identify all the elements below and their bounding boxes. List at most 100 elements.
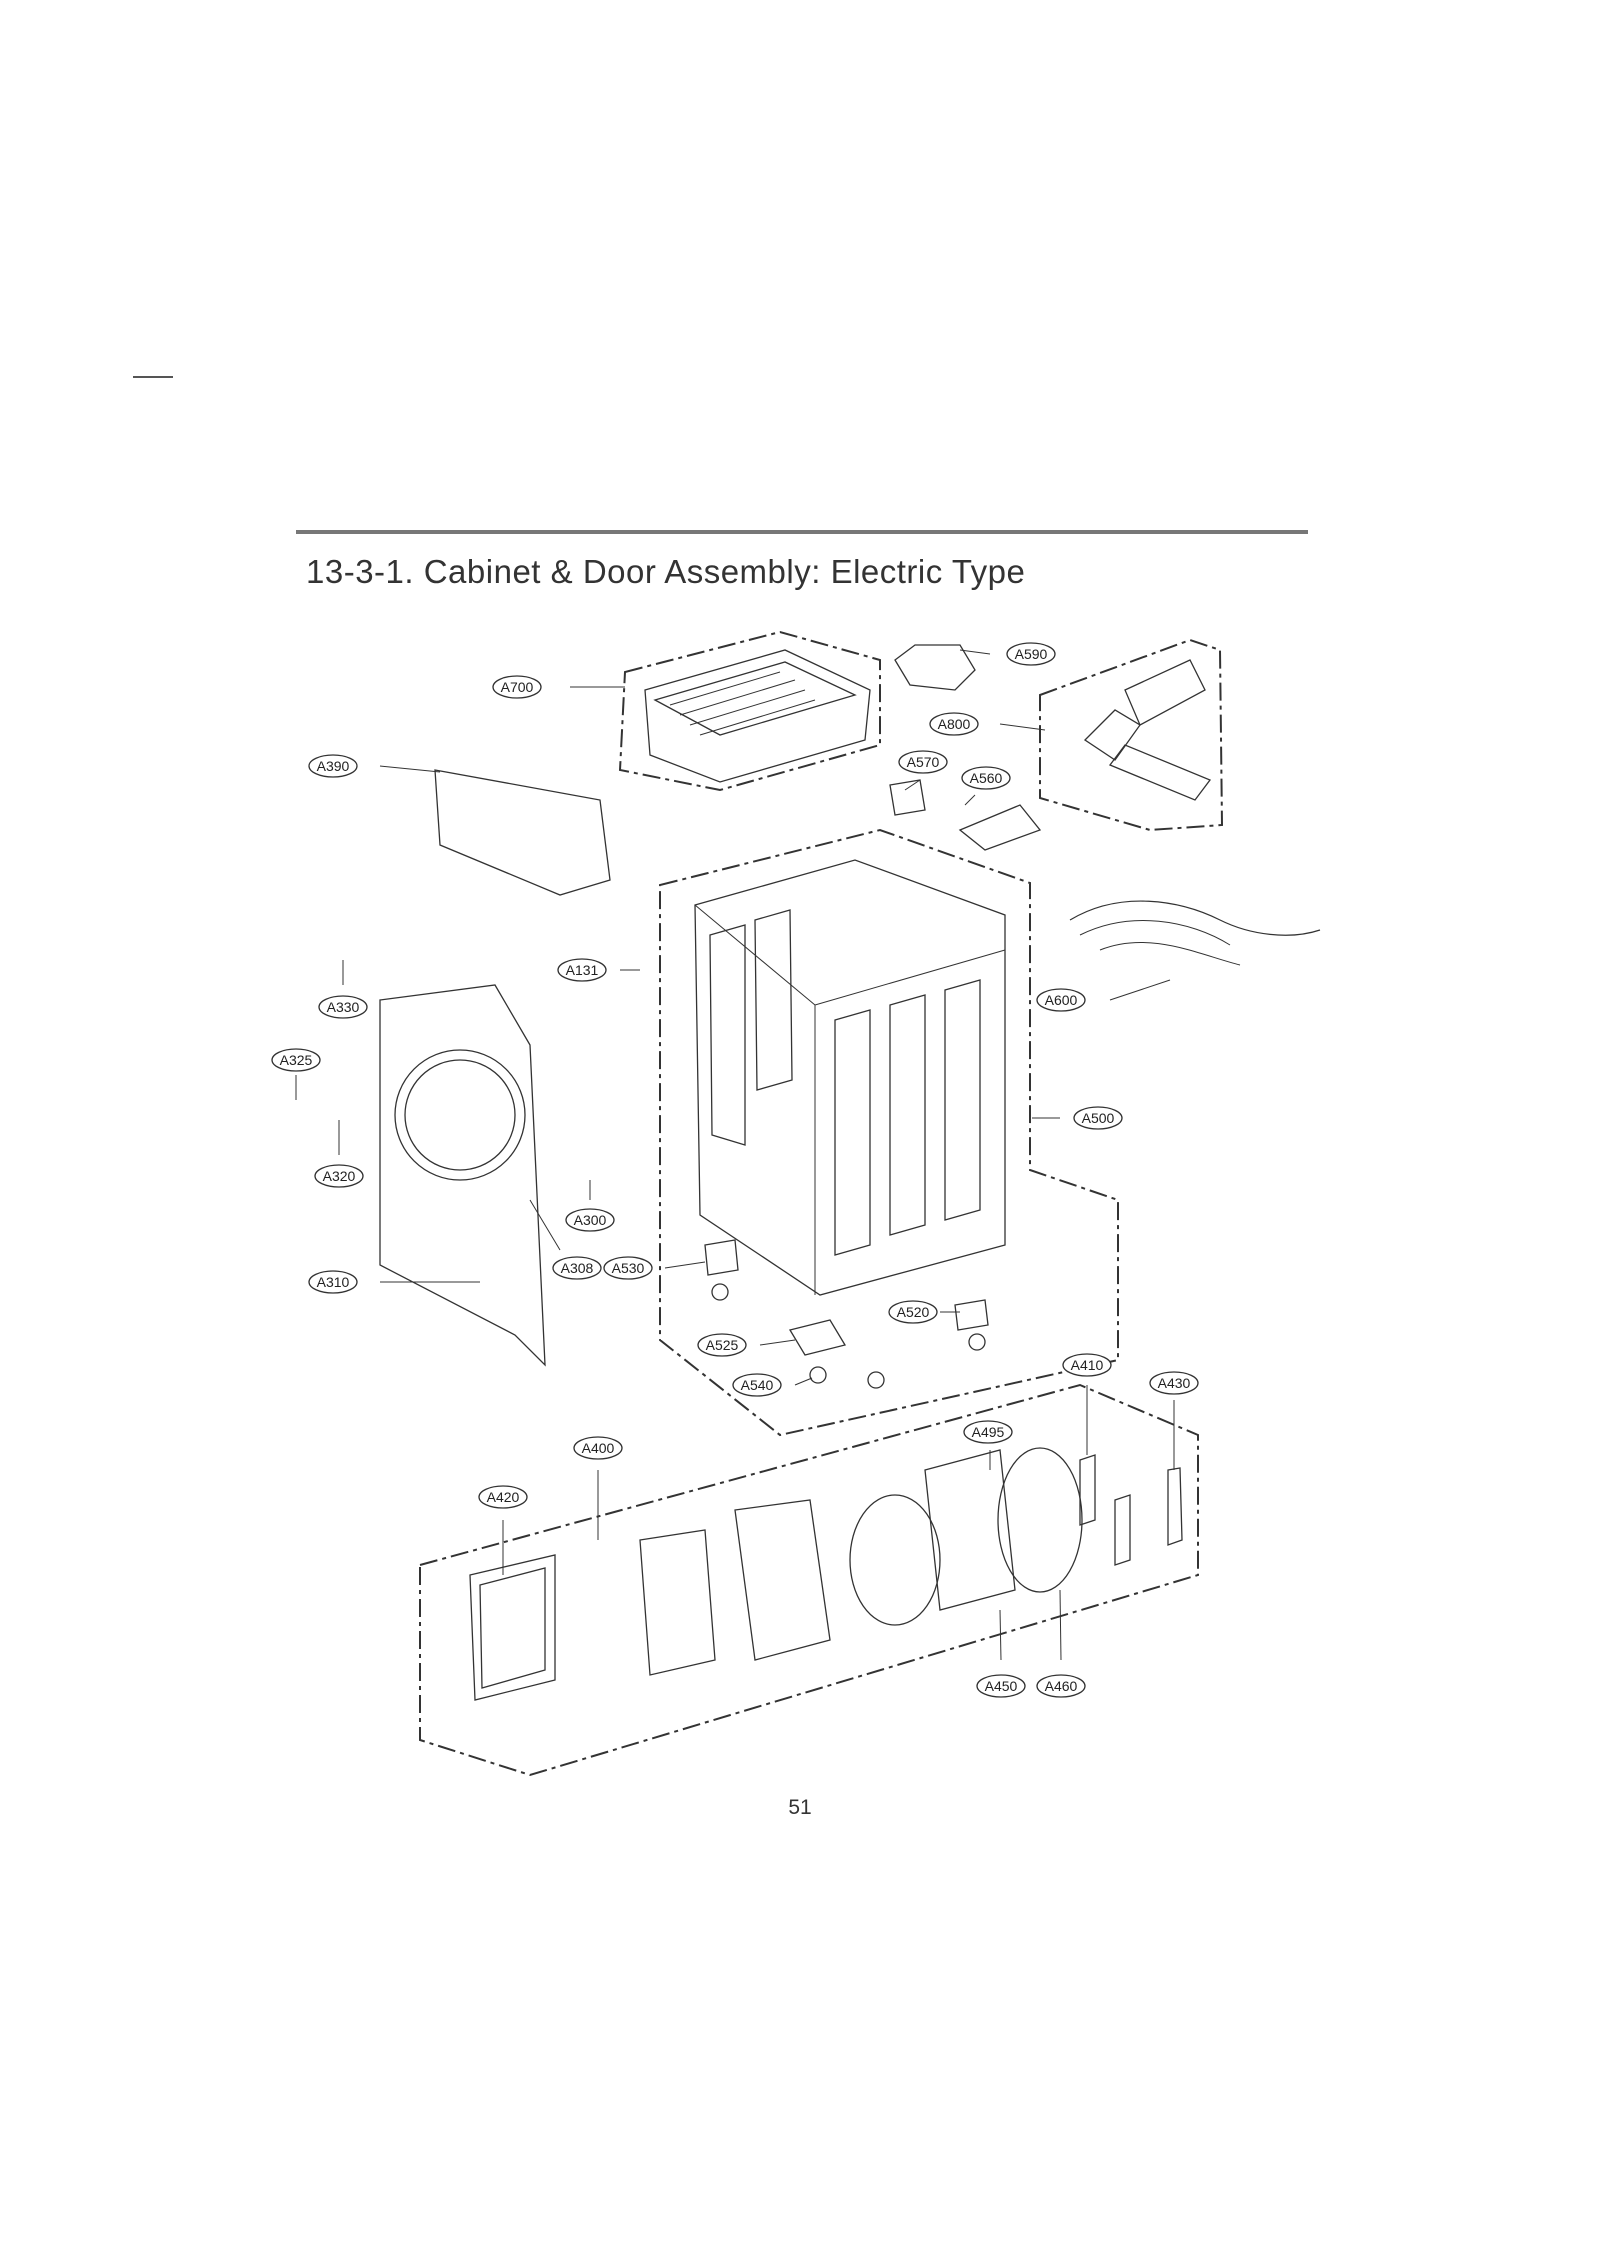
- leader-line: [379, 765, 441, 773]
- callout-bubble: [308, 1270, 358, 1294]
- callout-label: A131: [566, 962, 599, 978]
- door-frame-part: [469, 1554, 556, 1701]
- leveling-foot-3: [867, 1371, 885, 1389]
- cabinet-part: [694, 859, 1006, 1296]
- callout-label: A420: [487, 1489, 520, 1505]
- corner-mark: [133, 376, 173, 378]
- callout-label: A300: [574, 1212, 607, 1228]
- callout-bubble: [565, 1208, 615, 1232]
- callout-bubble: [1006, 642, 1056, 666]
- callout-a495: A495: [963, 1420, 1013, 1470]
- leader-line: [664, 1261, 706, 1269]
- duct-pipe-lower: [1108, 744, 1212, 801]
- callout-bubble: [1073, 1106, 1123, 1130]
- bracket-part: [958, 804, 1042, 851]
- callout-a700: A700: [492, 675, 625, 699]
- leader-line: [1059, 1589, 1062, 1661]
- door-seal-part: [849, 1494, 941, 1626]
- cabinet-rib-3: [834, 1009, 871, 1256]
- leveling-foot-1: [711, 1283, 729, 1301]
- callout-bubble: [308, 754, 358, 778]
- leveling-foot-4: [968, 1333, 986, 1351]
- callout-bubble: [1149, 1371, 1199, 1395]
- callout-bubble: [1036, 1674, 1086, 1698]
- callout-a330: A330: [318, 960, 368, 1019]
- callout-a430: A430: [1149, 1371, 1199, 1470]
- title-rule: [296, 530, 1308, 534]
- callout-label: A500: [1082, 1110, 1115, 1126]
- callout-a590: A590: [959, 642, 1056, 666]
- callout-bubble: [573, 1436, 623, 1460]
- callout-bubble: [929, 712, 979, 736]
- callout-label: A410: [1071, 1357, 1104, 1373]
- callout-bubble: [492, 675, 542, 699]
- leader-line: [904, 779, 921, 791]
- cabinet-rib-2: [754, 909, 793, 1091]
- callout-label: A390: [317, 758, 350, 774]
- leader-line: [1109, 979, 1171, 1001]
- top-panel-group-outline: [618, 630, 881, 792]
- hinge-part-b: [1114, 1494, 1131, 1566]
- leg-bracket-right: [954, 1299, 989, 1331]
- callout-label: A570: [907, 754, 940, 770]
- door-glass-part: [639, 1529, 716, 1676]
- page-number: 51: [788, 1796, 812, 1819]
- callout-label: A310: [317, 1274, 350, 1290]
- cabinet-rib-1: [709, 924, 746, 1146]
- callout-bubble: [271, 1048, 321, 1072]
- callout-a420: A420: [478, 1485, 528, 1575]
- section-title: 13-3-1. Cabinet & Door Assembly: Electri…: [306, 553, 1026, 590]
- cabinet-group-outline: [659, 828, 1119, 1437]
- callout-bubble: [603, 1256, 653, 1280]
- duct-elbow-part: [1083, 709, 1141, 761]
- callout-label: A700: [501, 679, 534, 695]
- top-panel-part: [644, 649, 871, 783]
- leveling-foot-2: [809, 1366, 827, 1384]
- callout-a131: A131: [557, 958, 640, 982]
- callout-a320: A320: [314, 1120, 364, 1188]
- callout-a390: A390: [308, 754, 441, 778]
- door-outer-frame: [924, 1449, 1016, 1611]
- callout-label: A450: [985, 1678, 1018, 1694]
- callout-bubble: [898, 750, 948, 774]
- hinge-bracket-part: [894, 644, 976, 691]
- leg-bracket-center: [788, 1319, 847, 1356]
- callout-a500: A500: [1032, 1106, 1123, 1130]
- leader-line: [794, 1377, 813, 1386]
- callout-bubble: [1036, 988, 1086, 1012]
- callout-a310: A310: [308, 1270, 480, 1294]
- callout-label: A430: [1158, 1375, 1191, 1391]
- callout-bubble: [963, 1420, 1013, 1444]
- wire-harness-part: [1069, 900, 1321, 936]
- duct-group-outline: [1039, 638, 1224, 832]
- callout-a560: A560: [961, 766, 1011, 806]
- callout-a460: A460: [1036, 1589, 1086, 1698]
- leader-line: [959, 649, 991, 655]
- front-panel-part: [379, 984, 546, 1367]
- callout-label: A400: [582, 1440, 615, 1456]
- callout-a600: A600: [1036, 979, 1171, 1012]
- callout-label: A800: [938, 716, 971, 732]
- callout-a450: A450: [976, 1609, 1026, 1698]
- callout-label: A460: [1045, 1678, 1078, 1694]
- control-panel-bracket: [889, 779, 926, 816]
- back-panel-part: [434, 769, 611, 896]
- leader-line: [964, 794, 976, 806]
- cabinet-rib-5: [944, 979, 981, 1221]
- callout-bubble: [961, 766, 1011, 790]
- hinge-part-a: [1079, 1454, 1096, 1526]
- callout-bubble: [976, 1674, 1026, 1698]
- callout-a410: A410: [1062, 1353, 1112, 1455]
- callout-a308: A308: [529, 1199, 602, 1280]
- callout-bubble: [557, 958, 607, 982]
- callout-label: A308: [561, 1260, 594, 1276]
- callout-bubble: [318, 995, 368, 1019]
- callout-label: A540: [741, 1377, 774, 1393]
- callout-a525: A525: [697, 1333, 796, 1357]
- callout-a400: A400: [573, 1436, 623, 1540]
- callout-a530: A530: [603, 1256, 706, 1280]
- callout-label: A320: [323, 1168, 356, 1184]
